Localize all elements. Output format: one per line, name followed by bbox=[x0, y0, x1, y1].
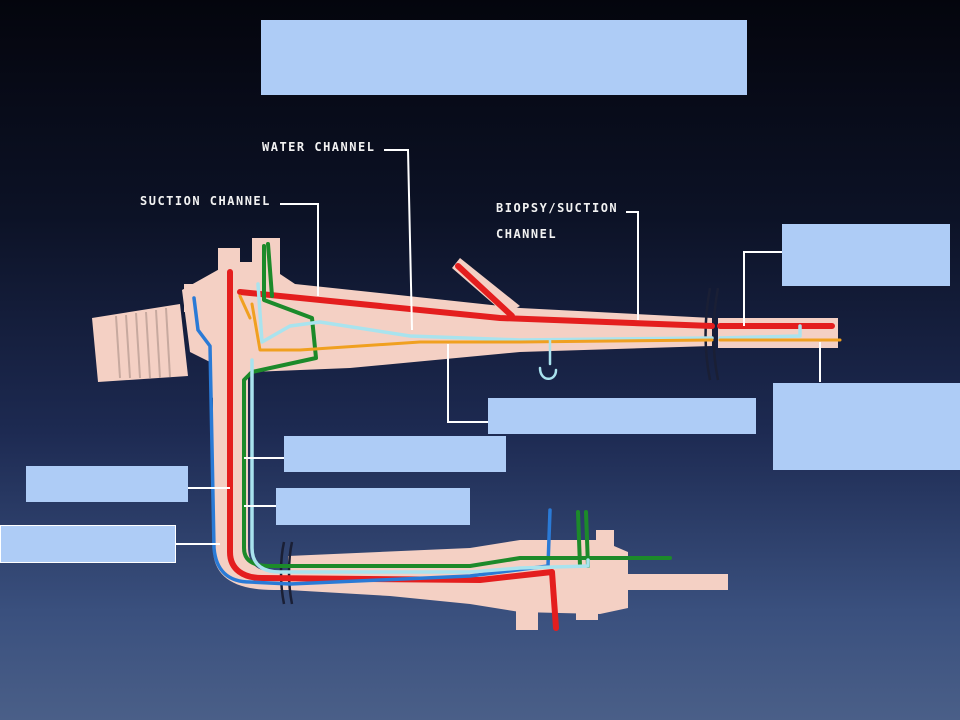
connector-knob-c bbox=[596, 530, 614, 570]
leader-lines bbox=[176, 149, 821, 545]
label-box-left-mid bbox=[284, 436, 506, 472]
connector-knob-b bbox=[576, 590, 598, 620]
title-box bbox=[261, 20, 747, 95]
biopsy-port-line bbox=[455, 263, 515, 319]
water-channel-line bbox=[256, 282, 802, 344]
eyepiece-ridges bbox=[115, 307, 171, 379]
air-valve-line bbox=[266, 242, 590, 568]
leader-water bbox=[384, 149, 413, 331]
water-channel-label: WATER CHANNEL bbox=[262, 140, 376, 154]
label-box-center bbox=[488, 398, 756, 434]
label-box-left-upper bbox=[26, 466, 188, 502]
leader-suction bbox=[280, 203, 319, 296]
label-box-far-left bbox=[0, 525, 176, 563]
air-channel-line bbox=[242, 244, 672, 568]
biopsy-port bbox=[452, 258, 520, 314]
connector-prong bbox=[610, 574, 728, 590]
valve-block-left bbox=[218, 248, 240, 288]
light-guide-branch bbox=[238, 294, 252, 320]
channels bbox=[192, 242, 842, 631]
label-box-left-lower bbox=[276, 488, 470, 525]
biopsy-suction-label-line1: BIOPSY/SUCTION bbox=[496, 201, 619, 215]
leader-center bbox=[447, 344, 488, 423]
connector-knob-a bbox=[516, 590, 538, 630]
clip-mark bbox=[538, 338, 558, 380]
leader-top-right bbox=[743, 251, 782, 326]
label-box-mid-right bbox=[773, 383, 960, 470]
water-connector-line bbox=[250, 358, 590, 574]
leader-biopsy bbox=[626, 211, 639, 320]
biopsy-suction-label-line2: CHANNEL bbox=[496, 227, 558, 241]
biopsy-suction-line bbox=[237, 289, 835, 329]
suction-channel-label: SUCTION CHANNEL bbox=[140, 194, 271, 208]
light-guide-line bbox=[250, 302, 842, 352]
blue-channel-line bbox=[192, 296, 552, 586]
label-box-top-right bbox=[782, 224, 950, 286]
